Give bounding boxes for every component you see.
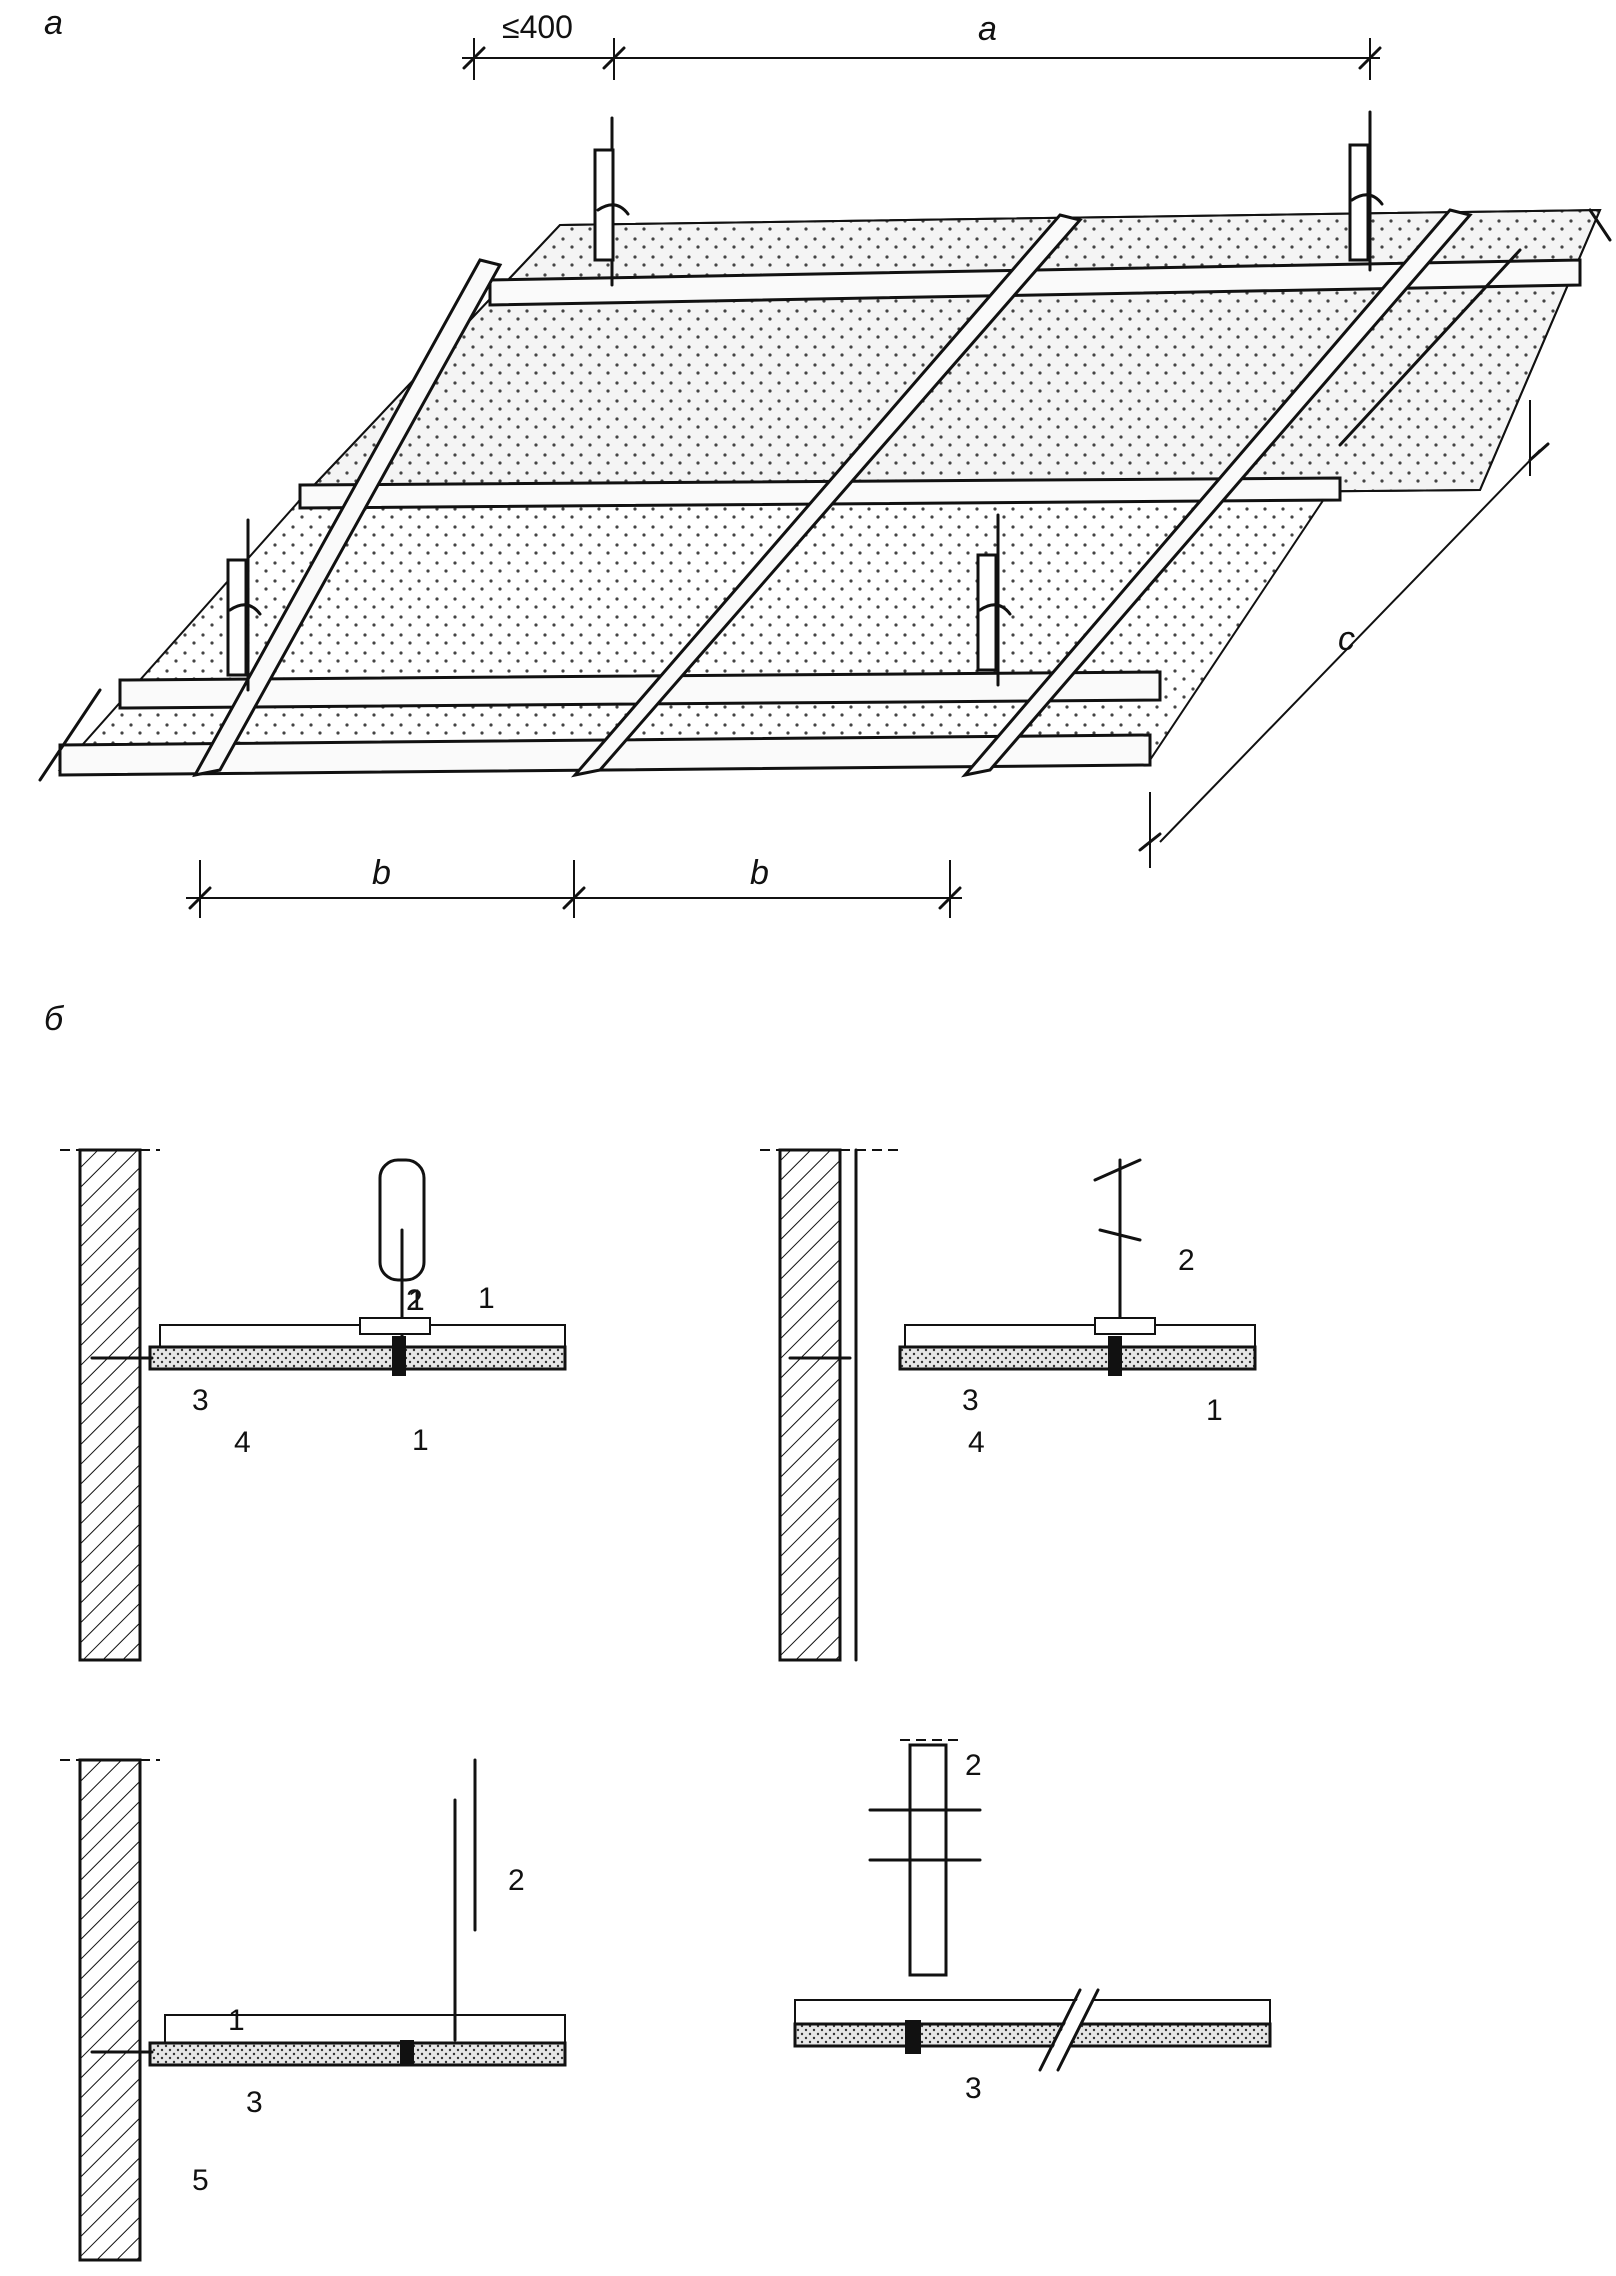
- span-b-right-label: b: [750, 854, 769, 892]
- hanger-rod: [1348, 110, 1384, 272]
- max-spacing-label: ≤400: [502, 9, 573, 45]
- hanger-rod: [976, 513, 1012, 687]
- detail-2: [760, 1148, 1257, 1662]
- span-a-label: a: [978, 10, 997, 48]
- callout-3: 3: [965, 2072, 982, 2105]
- callout: 1: [478, 1282, 495, 1315]
- span-b-left-label: b: [372, 854, 391, 892]
- detail-1: [60, 1148, 567, 1662]
- callout: 1: [408, 1284, 425, 1317]
- hanger-rod: [593, 116, 630, 287]
- detail-2-callouts: 2 3 4 1: [962, 1244, 1223, 1459]
- part-a-label: а: [44, 4, 63, 42]
- callout-1: 1: [228, 2004, 245, 2037]
- callout-3: 3: [246, 2086, 263, 2119]
- part-b-label: б: [44, 1000, 65, 1038]
- top-dimension-line: [462, 38, 1382, 80]
- hanger-rod: [226, 518, 262, 692]
- span-c-label: c: [1338, 620, 1355, 658]
- callout-4: 4: [968, 1426, 985, 1459]
- callout-2: 2: [508, 1864, 525, 1897]
- detail-4-callouts: 2 3: [965, 1749, 982, 2105]
- side-dimension-line: [1138, 400, 1550, 868]
- ceiling-grid-3d: [38, 110, 1612, 782]
- bottom-dimension-line: [186, 860, 962, 918]
- callout-2: 2: [406, 1284, 423, 1317]
- detail-3: [60, 1758, 567, 2262]
- callout-1b: 1: [412, 1424, 429, 1457]
- detail-3-callouts: 1 2 3 5: [192, 1864, 525, 2197]
- callout-3: 3: [962, 1384, 979, 1417]
- callout-3: 3: [192, 1384, 209, 1417]
- callout-1: 1: [1206, 1394, 1223, 1427]
- detail-4: [793, 1739, 1272, 2074]
- callout-5: 5: [192, 2164, 209, 2197]
- callout-2: 2: [1178, 1244, 1195, 1277]
- detail-1-callouts: 2 3 4 1: [192, 1284, 429, 1459]
- callout-2: 2: [965, 1749, 982, 1782]
- callout-4: 4: [234, 1426, 251, 1459]
